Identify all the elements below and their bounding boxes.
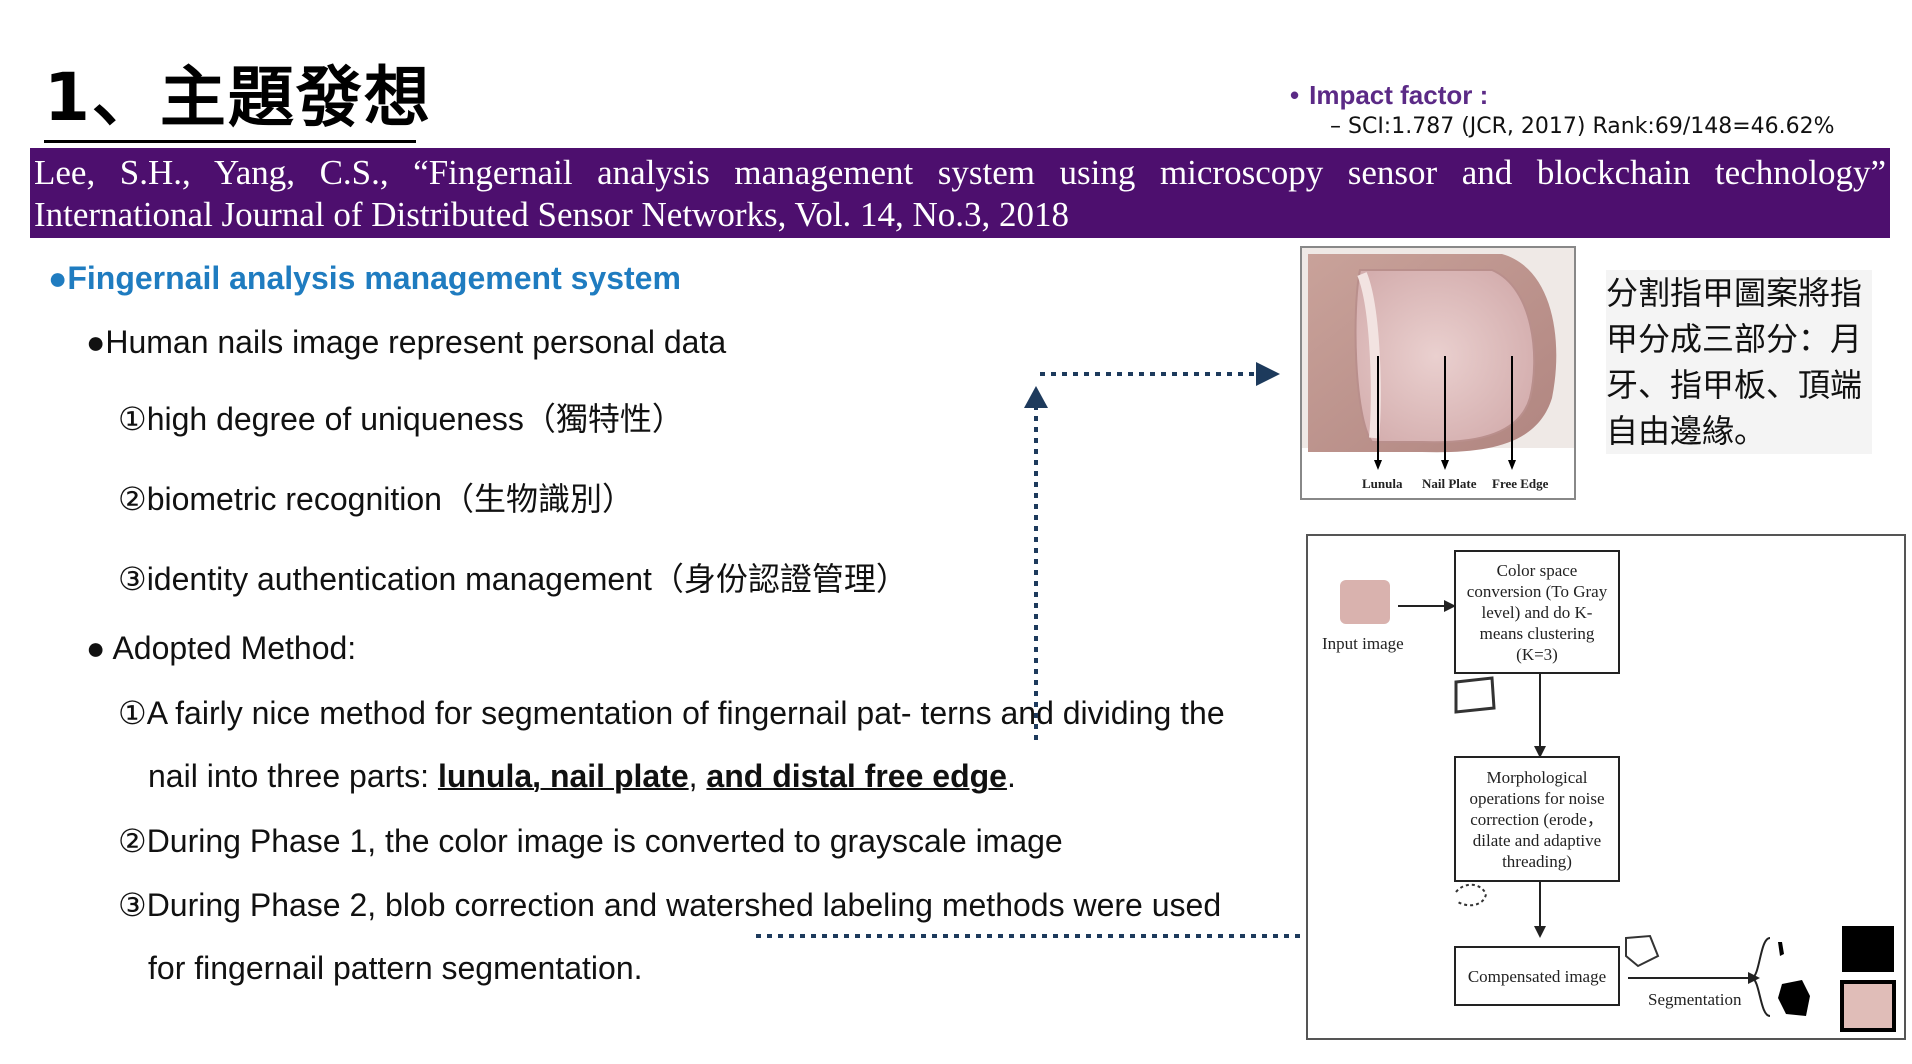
identity-item: ③identity authentication management（身份認證… (118, 561, 908, 597)
chinese-note: 分割指甲圖案將指甲分成三部分：月牙、指甲板、頂端自由邊緣。 (1606, 270, 1872, 454)
arrowhead-up (1024, 386, 1048, 408)
citation-banner: Lee, S.H., Yang, C.S., “Fingernail analy… (30, 148, 1890, 238)
nail-photo (1302, 248, 1574, 470)
nail-image-figure: Lunula Nail Plate Free Edge (1300, 246, 1576, 500)
step-morphological: Morphological operations for noise corre… (1454, 756, 1620, 882)
gray-thumbnail (1454, 676, 1496, 714)
method-1-line-2: nail into three parts: lunula, nail plat… (148, 758, 1016, 795)
method-2: ②During Phase 1, the color image is conv… (118, 823, 1063, 859)
impact-factor-label: • Impact factor : (1290, 80, 1488, 111)
bullet-dot: • (1290, 80, 1300, 110)
section-heading: ●Fingernail analysis management system (48, 260, 681, 296)
segment-output-2 (1840, 980, 1896, 1032)
label-free-edge: Free Edge (1492, 476, 1549, 491)
method-1-line-1: ①A fairly nice method for segmentation o… (118, 695, 1225, 731)
method-3-line-1: ③During Phase 2, blob correction and wat… (118, 887, 1222, 923)
compensated-thumbnail (1625, 934, 1660, 968)
bullet-personal-data: ●Human nails image represent personal da… (86, 324, 727, 360)
step-color-conversion: Color space conversion (To Gray level) a… (1454, 550, 1620, 674)
input-thumbnail (1340, 580, 1390, 624)
bullet-adopted-method: ● Adopted Method: (86, 630, 357, 666)
period: . (1006, 758, 1016, 794)
diagram-arrows (1340, 580, 1896, 1032)
impact-factor-detail: – SCI:1.787 (JCR, 2017) Rank:69/148=46.6… (1330, 114, 1835, 139)
keyword-free-edge: and distal free edge (706, 758, 1007, 794)
title-underline (44, 140, 416, 143)
keyword-lunula-plate: lunula, nail plate (437, 758, 689, 794)
method-1-prefix: nail into three parts: (148, 758, 438, 794)
flow-diagram: Input image Color space conversion (To G… (1306, 534, 1906, 1040)
noise-thumbnail (1455, 883, 1488, 907)
separator: , (688, 758, 707, 794)
segment-mask (1778, 980, 1810, 1016)
method-3-line-2: for fingernail pattern segmentation. (148, 950, 643, 986)
label-nail-plate: Nail Plate (1422, 476, 1477, 491)
uniqueness-item: ①high degree of uniqueness（獨特性） (118, 401, 684, 437)
page-title: 1、主題發想 (44, 59, 432, 136)
impact-factor-text: Impact factor : (1309, 80, 1489, 110)
label-lunula: Lunula (1362, 476, 1403, 491)
biometric-item: ②biometric recognition（生物識別） (118, 481, 634, 517)
arrowhead-right-top (1256, 362, 1280, 386)
step-compensated: Compensated image (1454, 946, 1620, 1006)
citation-line-1: Lee, S.H., Yang, C.S., “Fingernail analy… (34, 153, 1886, 192)
citation-line-2: International Journal of Distributed Sen… (34, 195, 1069, 234)
input-image-label: Input image (1322, 634, 1404, 653)
segment-output-1 (1842, 926, 1894, 972)
segmentation-label: Segmentation (1648, 990, 1742, 1009)
